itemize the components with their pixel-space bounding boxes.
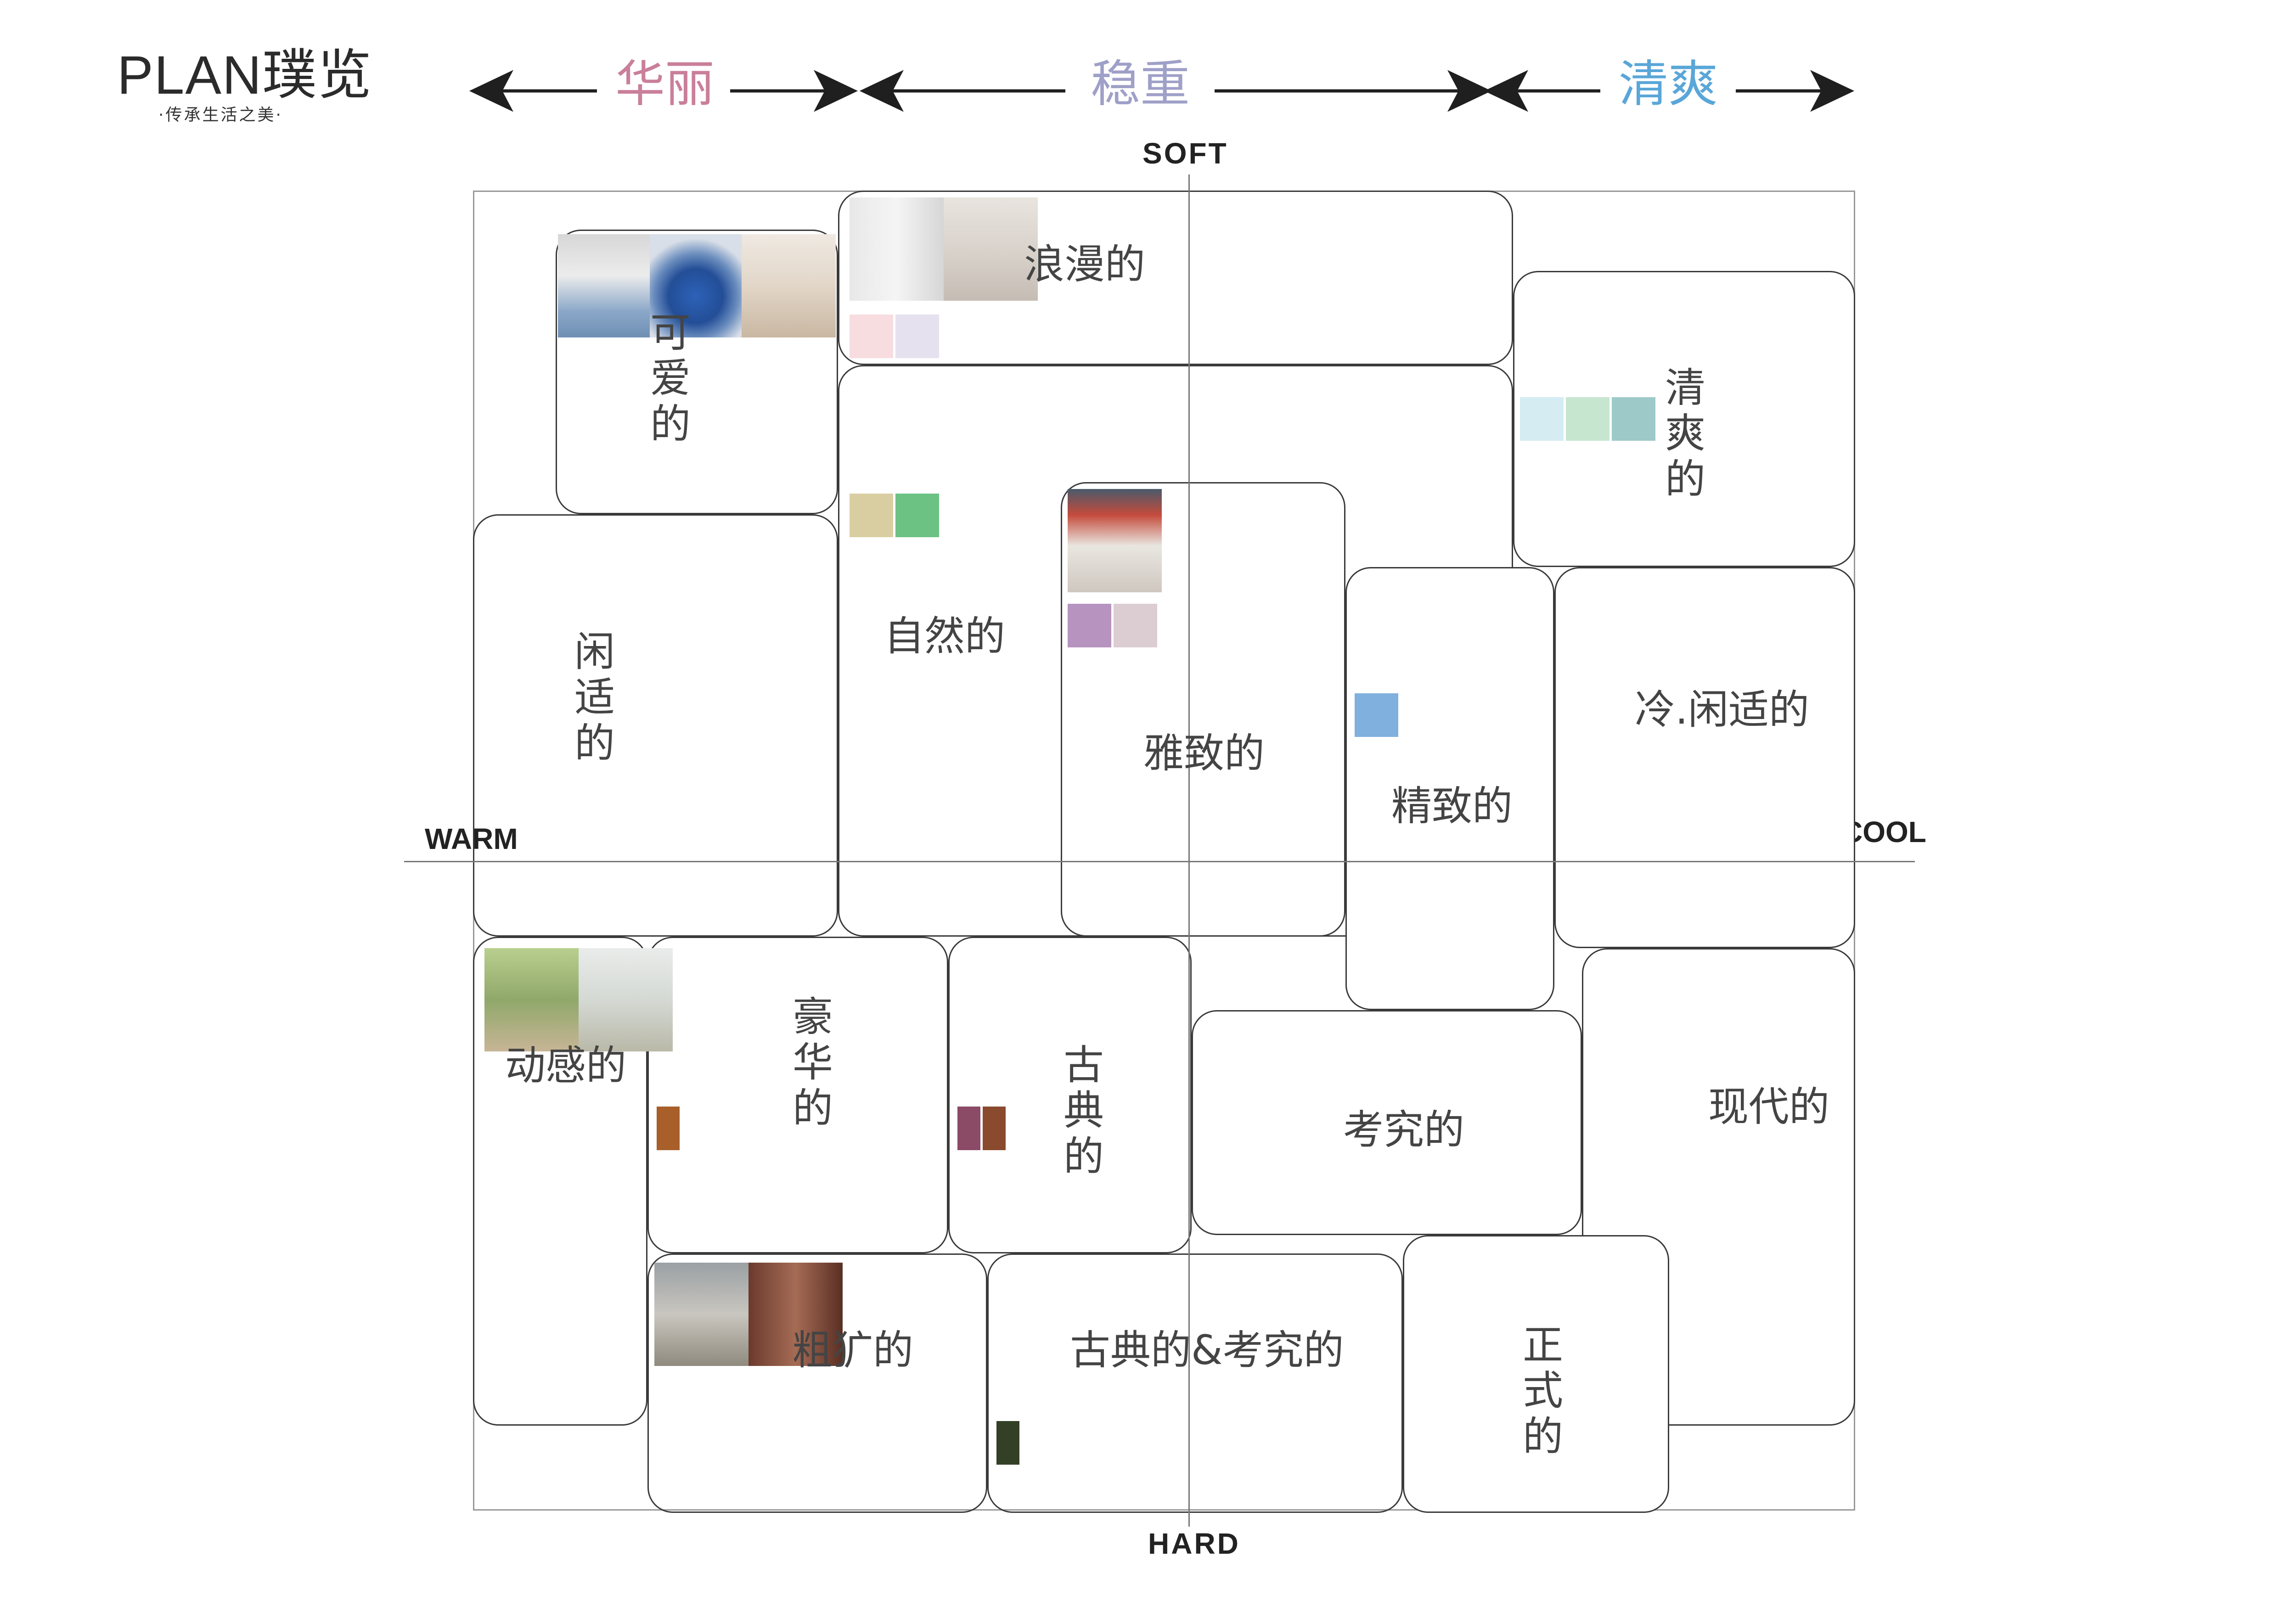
vertical-axis [1188,174,1190,1527]
photo-girl [558,234,650,337]
photo-laundry [944,197,1038,301]
cell-luxury [647,937,948,1253]
swatch-classical-exquisite-1 [996,1421,1019,1465]
swatch-luxury-1 [657,1107,680,1150]
photo-runner [484,948,579,1051]
label-elegant: 雅致的 [1143,730,1265,777]
swatch-natural-2 [895,494,939,537]
axis-label-cool: COOL [1841,815,1926,848]
header-arrows [469,70,1855,112]
label-natural: 自然的 [884,612,1006,660]
swatch-refined-1 [1355,693,1398,737]
swatch-elegant-2 [1114,604,1157,647]
photo-wood-interior [748,1263,843,1366]
cell-cool-leisure [1554,567,1855,948]
logo-slogan: ·传承生活之美· [158,106,283,124]
cell-classical [948,937,1192,1253]
cell-exquisite [1192,1010,1582,1235]
swatch-elegant-1 [1068,604,1111,647]
header-category-fresh: 清爽 [1619,56,1718,113]
photo-living-room [654,1263,748,1366]
label-cute: 可爱的 [650,309,691,448]
label-exquisite: 考究的 [1343,1106,1465,1153]
swatch-fresh-1 [1520,397,1564,441]
label-cool-leisure: 冷.闲适的 [1635,686,1809,733]
header-category-gorgeous: 华丽 [615,56,715,113]
swatch-romantic-1 [850,315,893,358]
label-refined: 精致的 [1391,782,1513,830]
header-category-steady: 稳重 [1091,56,1190,113]
cell-classical-exquisite [987,1253,1403,1513]
swatch-fresh-2 [1566,397,1609,441]
label-classical: 古典的 [1063,1041,1104,1180]
cell-rugged [647,1253,987,1513]
swatch-romantic-2 [895,315,939,358]
swatch-classical-2 [983,1107,1006,1150]
label-leisure: 闲适的 [574,628,615,767]
label-classical-exquisite: 古典的&考究的 [1070,1326,1344,1374]
photo-chair [742,234,836,337]
axis-label-hard: HARD [1148,1527,1240,1560]
photo-white-room [850,197,944,301]
swatch-classical-1 [957,1107,980,1150]
swatch-natural-1 [850,494,893,537]
label-luxury: 豪华的 [792,993,833,1132]
logo-wordmark: PLAN璞览 [117,45,373,106]
swatch-fresh-3 [1612,397,1655,441]
cell-romantic [838,191,1513,365]
label-formal: 正式的 [1522,1321,1563,1460]
axis-label-warm: WARM [425,822,518,855]
photo-car [650,234,742,337]
label-dynamic: 动感的 [505,1042,627,1089]
cell-refined [1345,567,1554,1010]
label-fresh: 清爽的 [1665,364,1705,503]
photo-bedroom [1068,489,1162,592]
label-romantic: 浪漫的 [1024,241,1146,288]
cell-cute [556,230,838,514]
cell-dynamic [473,937,647,1426]
axis-label-soft: SOFT [1142,137,1228,170]
label-rugged: 粗犷的 [792,1326,914,1374]
cell-fresh [1513,271,1855,567]
label-modern: 现代的 [1708,1083,1830,1130]
photo-kitchen [579,948,673,1051]
horizontal-axis [404,861,1915,862]
cell-formal [1403,1235,1669,1513]
cell-leisure [473,514,838,937]
